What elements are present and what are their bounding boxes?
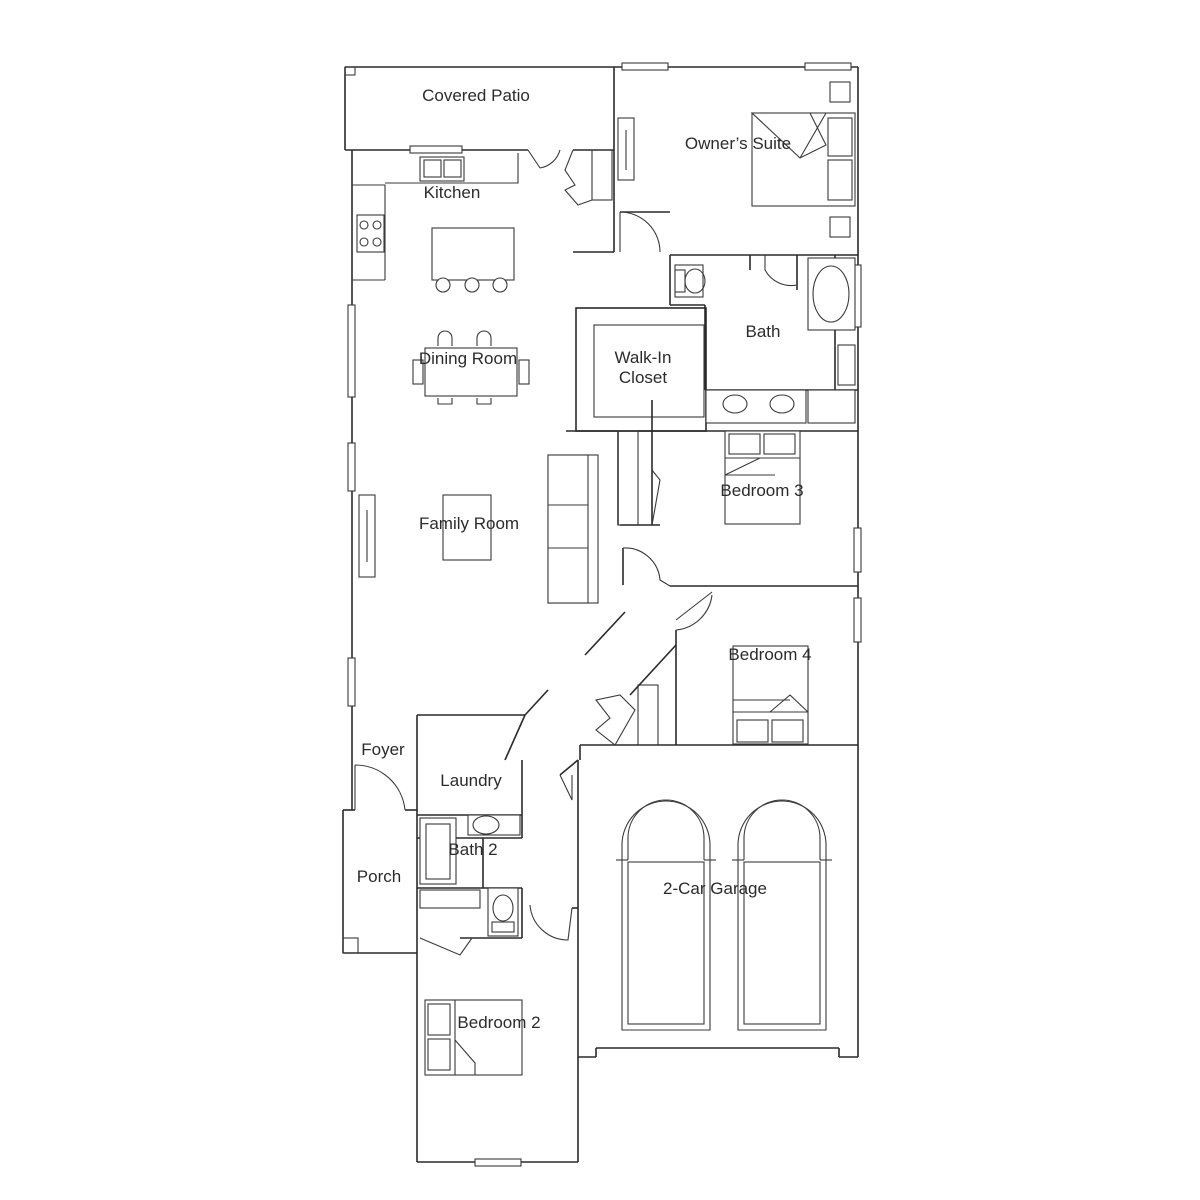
label-owners-suite: Owner’s Suite (685, 134, 791, 153)
label-garage: 2-Car Garage (663, 879, 767, 898)
label-bedroom-4: Bedroom 4 (728, 645, 811, 664)
label-walk-in-closet-line1: Walk-In (615, 348, 672, 367)
label-walk-in-closet-line2: Closet (619, 368, 667, 387)
interior-walls (352, 67, 858, 939)
fixtures (356, 81, 856, 1076)
label-dining-room: Dining Room (419, 349, 517, 368)
doors (354, 149, 798, 956)
label-bedroom-3: Bedroom 3 (720, 481, 803, 500)
label-bath: Bath (746, 322, 781, 341)
label-kitchen: Kitchen (424, 183, 481, 202)
exterior-walls (342, 66, 859, 1163)
label-bedroom-2: Bedroom 2 (457, 1013, 540, 1032)
windows (347, 62, 862, 1167)
label-foyer: Foyer (361, 740, 405, 759)
label-covered-patio: Covered Patio (422, 86, 530, 105)
room-labels: Covered Patio Owner’s Suite Kitchen Bath… (357, 86, 812, 1032)
label-porch: Porch (357, 867, 401, 886)
label-family-room: Family Room (419, 514, 519, 533)
label-laundry: Laundry (440, 771, 502, 790)
label-bath-2: Bath 2 (448, 840, 497, 859)
